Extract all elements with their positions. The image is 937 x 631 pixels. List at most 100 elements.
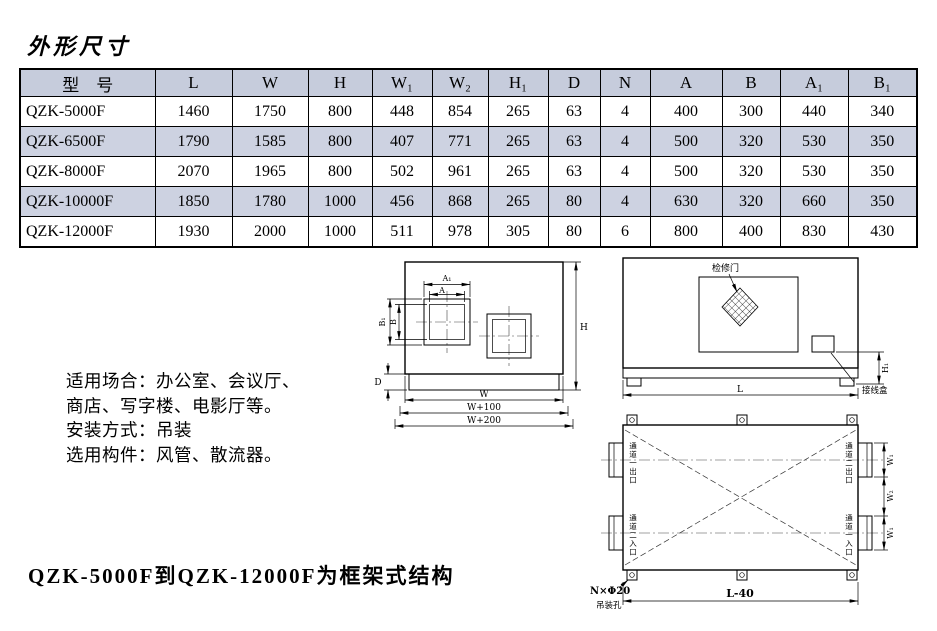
access-door-outline bbox=[698, 276, 799, 353]
value-cell: 63 bbox=[547, 126, 601, 157]
value-cell: 1780 bbox=[231, 186, 309, 217]
value-cell: 350 bbox=[847, 186, 918, 217]
value-cell: 1460 bbox=[154, 96, 233, 127]
dim-label-a1: A₁ bbox=[442, 274, 452, 283]
value-cell: 630 bbox=[649, 186, 723, 217]
port-label-top-left: 通道一出口 bbox=[628, 441, 637, 485]
dim-label-w1-top: W₁ bbox=[886, 454, 895, 465]
value-cell: 456 bbox=[371, 186, 433, 217]
dim-d: D bbox=[374, 363, 407, 401]
dim-w100: W+100 bbox=[399, 403, 569, 416]
value-cell: 63 bbox=[547, 96, 601, 127]
value-cell: 800 bbox=[307, 126, 373, 157]
value-cell: 1000 bbox=[307, 186, 373, 217]
dim-b1: B₁ bbox=[378, 298, 422, 346]
value-cell: 800 bbox=[307, 96, 373, 127]
value-cell: 63 bbox=[547, 156, 601, 187]
plan-unit-outline bbox=[622, 424, 859, 571]
model-cell: QZK-6500F bbox=[19, 126, 156, 157]
junction-box-label: 接线盒 bbox=[862, 385, 888, 396]
duct-flange-left bbox=[416, 291, 478, 353]
value-cell: 265 bbox=[487, 126, 549, 157]
value-cell: 868 bbox=[431, 186, 489, 217]
port-label-top-right: 通道二出口 bbox=[844, 441, 853, 485]
col-header-model: 型 号 bbox=[19, 68, 156, 97]
front-unit-outline bbox=[404, 261, 564, 375]
value-cell: 978 bbox=[431, 216, 489, 248]
value-cell: 4 bbox=[599, 126, 651, 157]
value-cell: 530 bbox=[779, 126, 849, 157]
col-header-4: W₁ bbox=[371, 68, 433, 97]
structure-note: QZK-5000F到QZK-12000F为框架式结构 bbox=[28, 564, 455, 588]
value-cell: 2070 bbox=[154, 156, 233, 187]
value-cell: 305 bbox=[487, 216, 549, 248]
port-label-bottom-left: 通道二入口 bbox=[628, 513, 637, 557]
value-cell: 1850 bbox=[154, 186, 233, 217]
value-cell: 440 bbox=[779, 96, 849, 127]
model-cell: QZK-12000F bbox=[19, 216, 156, 248]
dim-a1: A₁ bbox=[423, 274, 471, 297]
front-unit-base bbox=[408, 373, 560, 391]
duct-port-top-left bbox=[608, 442, 624, 478]
dim-l: L bbox=[622, 380, 859, 399]
col-header-1: L bbox=[154, 68, 233, 97]
value-cell: 771 bbox=[431, 126, 489, 157]
dim-l40: L-40 bbox=[622, 582, 859, 605]
hanging-bracket-bottom-right bbox=[846, 569, 858, 581]
col-header-8: N bbox=[599, 68, 651, 97]
dim-w200: W+200 bbox=[394, 416, 574, 429]
value-cell: 400 bbox=[649, 96, 723, 127]
dim-h1: H₁ bbox=[836, 351, 890, 385]
duct-flange-right bbox=[479, 306, 539, 366]
value-cell: 1930 bbox=[154, 216, 233, 248]
dim-b: B bbox=[389, 303, 427, 341]
col-header-2: W bbox=[231, 68, 309, 97]
note-line-installation: 安装方式：吊装 bbox=[66, 420, 192, 440]
value-cell: 80 bbox=[547, 216, 601, 248]
dim-w2: W₂ bbox=[874, 476, 895, 517]
value-cell: 4 bbox=[599, 156, 651, 187]
duct-port-bottom-left bbox=[608, 515, 624, 551]
hanging-bracket-top-left bbox=[626, 414, 638, 426]
dim-w: W bbox=[404, 376, 564, 403]
value-cell: 80 bbox=[547, 186, 601, 217]
col-header-6: H₁ bbox=[487, 68, 549, 97]
value-cell: 1585 bbox=[231, 126, 309, 157]
value-cell: 448 bbox=[371, 96, 433, 127]
dim-w1-bottom: W₁ bbox=[874, 515, 895, 551]
value-cell: 961 bbox=[431, 156, 489, 187]
value-cell: 1965 bbox=[231, 156, 309, 187]
duct-port-top-right bbox=[857, 442, 873, 478]
col-header-9: A bbox=[649, 68, 723, 97]
value-cell: 511 bbox=[371, 216, 433, 248]
dim-label-l40: L-40 bbox=[726, 587, 754, 600]
base-rail bbox=[622, 367, 859, 379]
plan-view-drawing: 通道一出口 通道二出口 通道二入口 通道一入口 bbox=[590, 414, 895, 611]
value-cell: 430 bbox=[847, 216, 918, 248]
model-cell: QZK-5000F bbox=[19, 96, 156, 127]
value-cell: 350 bbox=[847, 156, 918, 187]
value-cell: 1790 bbox=[154, 126, 233, 157]
note-line-applications-2: 商店、写字楼、电影厅等。 bbox=[66, 395, 282, 416]
value-cell: 530 bbox=[779, 156, 849, 187]
dim-label-b1: B₁ bbox=[378, 317, 387, 326]
value-cell: 320 bbox=[721, 186, 781, 217]
col-header-11: A₁ bbox=[779, 68, 849, 97]
hanging-bracket-bottom-middle bbox=[736, 569, 748, 581]
base-foot-right bbox=[839, 377, 855, 387]
value-cell: 320 bbox=[721, 126, 781, 157]
hanging-bracket-top-right bbox=[846, 414, 858, 426]
value-cell: 4 bbox=[599, 96, 651, 127]
dim-label-b: B bbox=[389, 319, 398, 325]
value-cell: 1750 bbox=[231, 96, 309, 127]
page-title: 外形尺寸 bbox=[27, 33, 132, 59]
col-header-7: D bbox=[547, 68, 601, 97]
value-cell: 350 bbox=[847, 126, 918, 157]
access-door-leader bbox=[728, 273, 738, 293]
value-cell: 830 bbox=[779, 216, 849, 248]
